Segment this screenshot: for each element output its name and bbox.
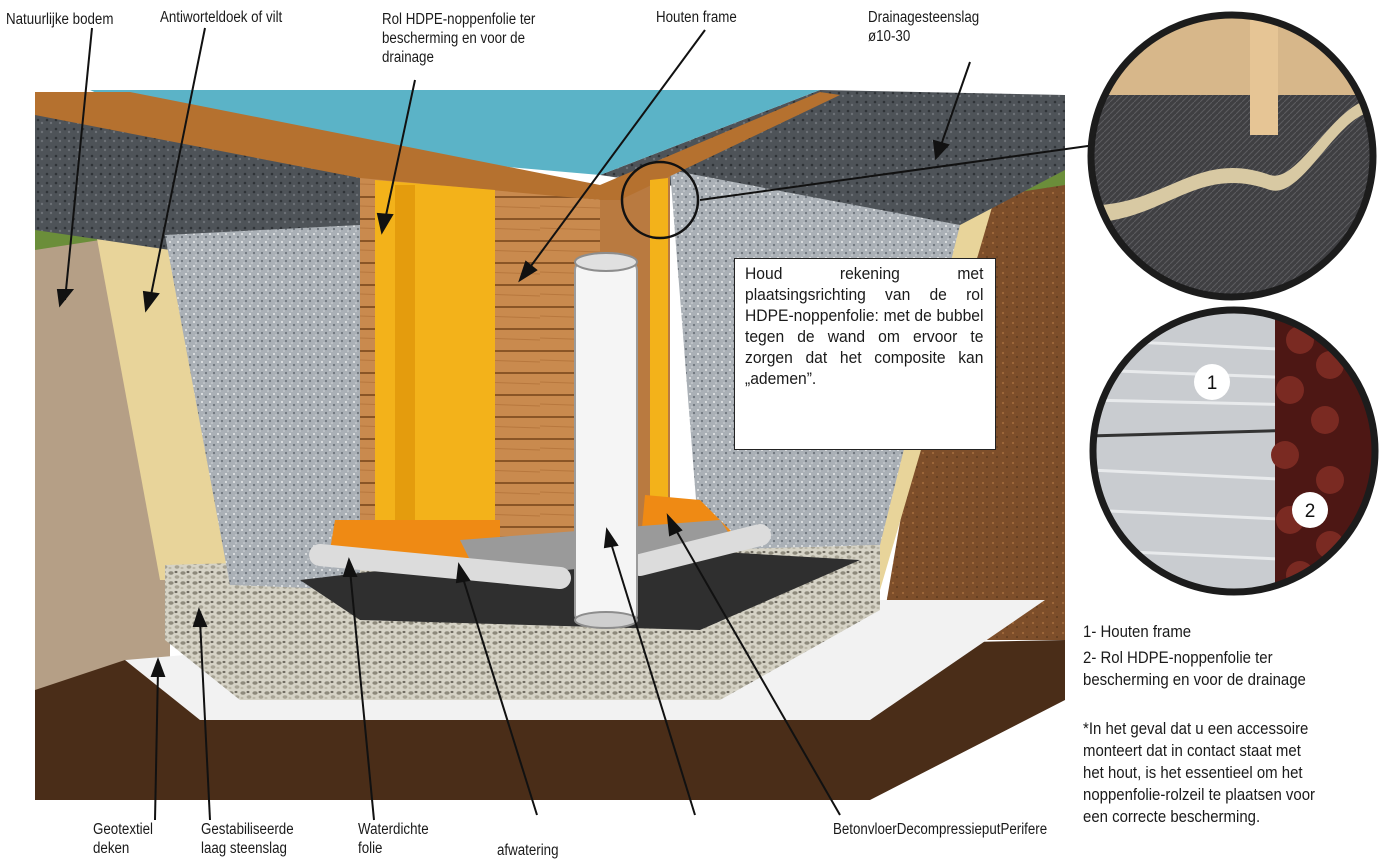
orientation-note: Houd rekening met plaatsingsrichting van…: [734, 258, 996, 450]
label-drain-gravel: Drainagesteenslag ø10-30: [868, 9, 980, 45]
hdpe-sheet-right: [650, 178, 668, 500]
root-cloth-left: [95, 228, 230, 580]
label-floor-well-perimeter: BetonvloerDecompressieputPerifere: [833, 821, 1048, 838]
legend-item-2: 2- Rol HDPE-noppenfolie ter bescherming …: [1083, 648, 1306, 689]
footnote: *In het geval dat u een accessoire monte…: [1083, 719, 1316, 826]
label-hdpe-roll: Rol HDPE-noppenfolie ter bescherming en …: [382, 11, 536, 66]
rim-beam-left: [35, 92, 600, 200]
detail-highlight-circle: [620, 160, 700, 240]
label-stabilized-gravel: Gestabiliseerde laag steenslag: [201, 821, 294, 857]
label-natural-soil: Natuurlijke bodem: [6, 11, 114, 28]
detail-photo-bubbles: [1093, 310, 1375, 592]
label-geotextile: Geotextiel deken: [93, 821, 154, 857]
label-drainage: afwatering: [497, 842, 559, 859]
label-wood-frame: Houten frame: [656, 9, 737, 26]
marker-2-badge: [1292, 492, 1328, 528]
drain-pipe-left: [309, 544, 571, 589]
gravel-wall-left: [165, 225, 360, 590]
hdpe-sheet-left: [375, 180, 495, 520]
drain-pipe-right: [629, 524, 771, 576]
rim-beam-right: [600, 92, 840, 200]
marker-1: 1: [1207, 373, 1218, 394]
label-waterproof-foil: Waterdichte folie: [358, 821, 429, 857]
label-root-cloth: Antiworteldoek of vilt: [160, 9, 283, 26]
marker-1-badge: [1194, 364, 1230, 400]
pool-water: [90, 90, 820, 175]
decompression-well: [574, 261, 638, 623]
legend-item-1: 1- Houten frame: [1083, 622, 1192, 641]
drain-gravel-left: [35, 105, 360, 250]
marker-2: 2: [1305, 501, 1316, 522]
